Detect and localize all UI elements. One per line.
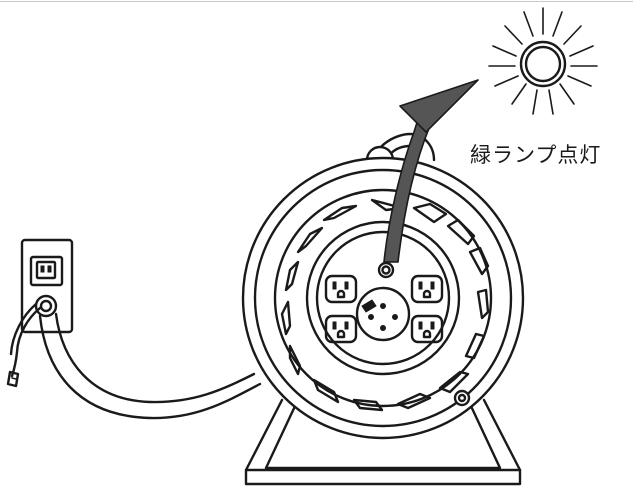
cord-reel-icon <box>241 156 525 440</box>
socket-bottom-left <box>324 314 358 344</box>
reset-button <box>453 389 471 407</box>
plug-tail-cord <box>6 302 42 388</box>
socket-top-right <box>410 274 444 304</box>
green-lamp <box>377 261 395 279</box>
socket-bottom-right <box>410 314 444 344</box>
reel-stand <box>244 398 522 486</box>
wall-outlet-icon <box>20 238 74 334</box>
sun-glow-icon <box>488 7 598 115</box>
curved-arrow-icon <box>383 79 479 263</box>
socket-top-left <box>324 274 358 304</box>
drum-slots <box>280 198 490 412</box>
green-lamp-on-label: 緑ランプ点灯 <box>470 143 602 167</box>
center-hub <box>355 286 411 342</box>
extension-cord <box>38 312 262 420</box>
